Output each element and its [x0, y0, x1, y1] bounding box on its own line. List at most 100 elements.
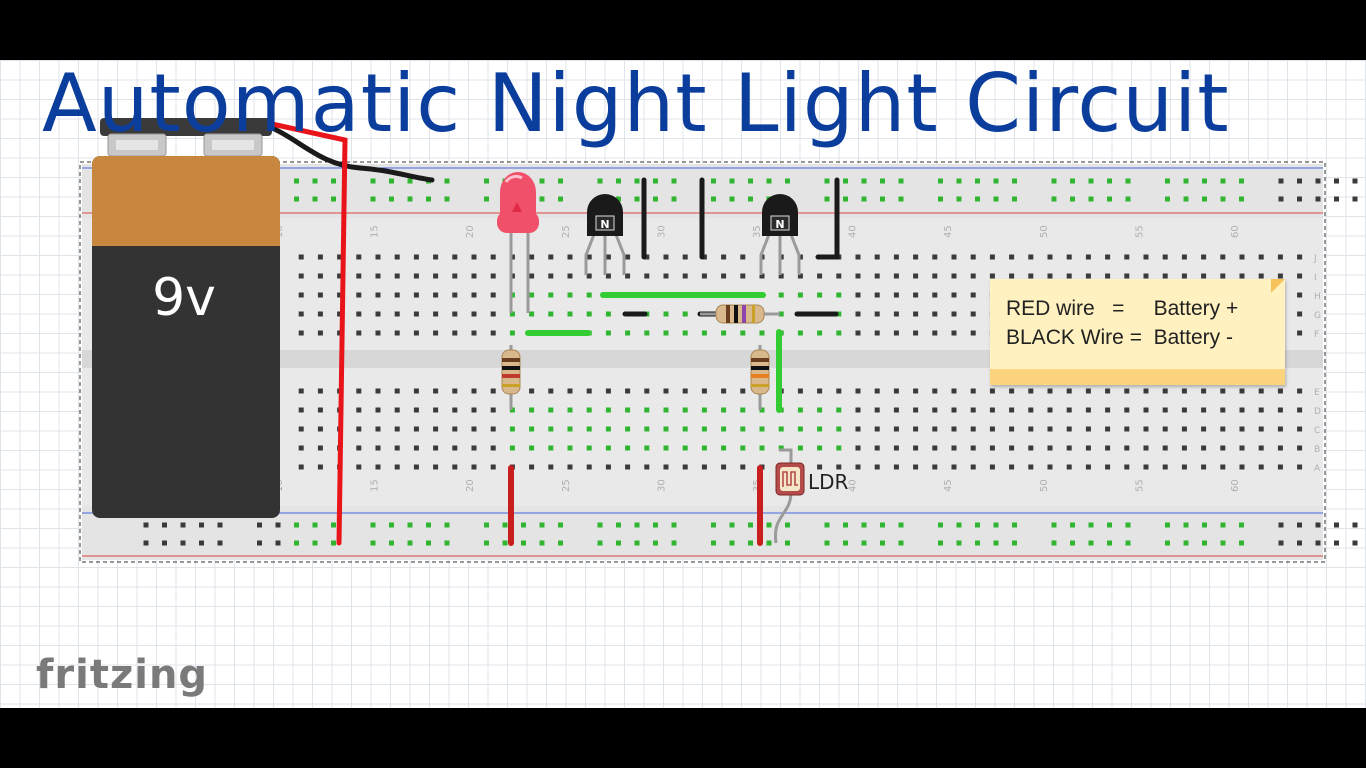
breadboard-hole [956, 540, 962, 546]
breadboard-hole [509, 311, 515, 317]
battery-9v[interactable]: 9v [92, 118, 280, 518]
breadboard-hole [970, 273, 976, 279]
breadboard-hole [548, 292, 554, 298]
breadboard-hole [162, 522, 167, 528]
breadboard-hole [1181, 407, 1187, 413]
breadboard-hole [1051, 196, 1057, 202]
breadboard-hole [653, 522, 658, 528]
breadboard-hole [490, 445, 496, 451]
red-led[interactable] [497, 172, 539, 233]
breadboard-hole [1220, 426, 1226, 432]
breadboard-hole [1239, 407, 1245, 413]
breadboard-hole [616, 522, 621, 528]
breadboard-hole [721, 407, 727, 413]
breadboard-hole [433, 330, 439, 336]
ldr-photoresistor[interactable] [775, 462, 805, 496]
breadboard-hole [413, 445, 419, 451]
breadboard-hole [1009, 445, 1015, 451]
breadboard-hole [375, 464, 381, 470]
breadboard-hole [317, 330, 323, 336]
breadboard-hole [1297, 273, 1303, 279]
breadboard-hole [701, 273, 707, 279]
breadboard-hole [766, 178, 772, 184]
breadboard-hole [298, 311, 304, 317]
breadboard-hole [490, 407, 496, 413]
breadboard-hole [817, 426, 823, 432]
breadboard-hole [644, 388, 650, 394]
breadboard-hole [1066, 464, 1072, 470]
resistor-horizontal[interactable] [715, 304, 765, 324]
row-letter: J [1313, 254, 1317, 264]
breadboard-hole [861, 522, 867, 528]
breadboard-hole [836, 464, 842, 470]
breadboard-hole [913, 407, 919, 413]
breadboard-hole [682, 426, 688, 432]
breadboard-hole [407, 522, 413, 528]
breadboard-hole [257, 522, 262, 528]
breadboard-hole [671, 522, 677, 528]
breadboard-hole [1277, 254, 1283, 260]
breadboard-hole [861, 178, 867, 184]
breadboard-hole [729, 522, 735, 528]
breadboard-hole [298, 407, 304, 413]
breadboard-hole [567, 311, 573, 317]
breadboard-hole [356, 311, 362, 317]
breadboard-hole [1125, 178, 1131, 184]
breadboard-hole [1239, 522, 1244, 528]
breadboard-hole [748, 178, 753, 184]
breadboard-hole [1297, 178, 1302, 184]
breadboard-hole [759, 426, 765, 432]
breadboard-hole [452, 445, 458, 451]
breadboard-hole [682, 254, 688, 260]
breadboard-hole [893, 292, 899, 298]
breadboard-hole [1047, 407, 1053, 413]
breadboard-hole [701, 388, 707, 394]
breadboard-hole [671, 178, 677, 184]
breadboard-hole [1239, 445, 1245, 451]
breadboard-hole [484, 196, 489, 202]
breadboard-hole [1202, 522, 1207, 528]
resistor-vertical-1[interactable] [501, 349, 521, 395]
npn-transistor-1[interactable]: N [587, 194, 623, 236]
breadboard-hole [490, 292, 496, 298]
breadboard-hole [1105, 426, 1111, 432]
breadboard-hole [1258, 426, 1264, 432]
breadboard-hole [653, 178, 658, 184]
breadboard-hole [1124, 426, 1130, 432]
breadboard-hole [893, 273, 899, 279]
breadboard-hole [1143, 254, 1149, 260]
breadboard-hole [956, 178, 962, 184]
breadboard-hole [956, 196, 962, 202]
breadboard-hole [567, 407, 573, 413]
breadboard-hole [644, 330, 650, 336]
breadboard-hole [433, 292, 439, 298]
breadboard-hole [1220, 254, 1226, 260]
breadboard-hole [874, 445, 880, 451]
breadboard-hole [671, 196, 677, 202]
row-letter: H [1314, 292, 1321, 302]
breadboard-hole [1085, 388, 1091, 394]
breadboard-hole [1183, 540, 1189, 546]
breadboard-hole [701, 464, 707, 470]
breadboard-hole [1088, 196, 1094, 202]
breadboard-hole [1070, 540, 1075, 546]
breadboard-hole [143, 540, 149, 546]
breadboard-hole [312, 196, 318, 202]
breadboard-hole [1258, 407, 1264, 413]
breadboard-hole [1105, 445, 1111, 451]
breadboard-hole [855, 273, 861, 279]
breadboard-hole [817, 388, 823, 394]
breadboard-hole [932, 407, 938, 413]
breadboard-hole [471, 445, 477, 451]
npn-transistor-2[interactable]: N [762, 194, 798, 236]
breadboard-hole [1066, 407, 1072, 413]
column-number: 50 [1039, 225, 1050, 238]
breadboard-hole [375, 254, 381, 260]
breadboard-hole [529, 407, 535, 413]
breadboard-hole [1162, 388, 1168, 394]
breadboard-hole [663, 426, 669, 432]
resistor-vertical-2[interactable] [750, 349, 770, 395]
breadboard-hole [1070, 196, 1075, 202]
breadboard-hole [993, 178, 999, 184]
breadboard-hole [975, 522, 980, 528]
